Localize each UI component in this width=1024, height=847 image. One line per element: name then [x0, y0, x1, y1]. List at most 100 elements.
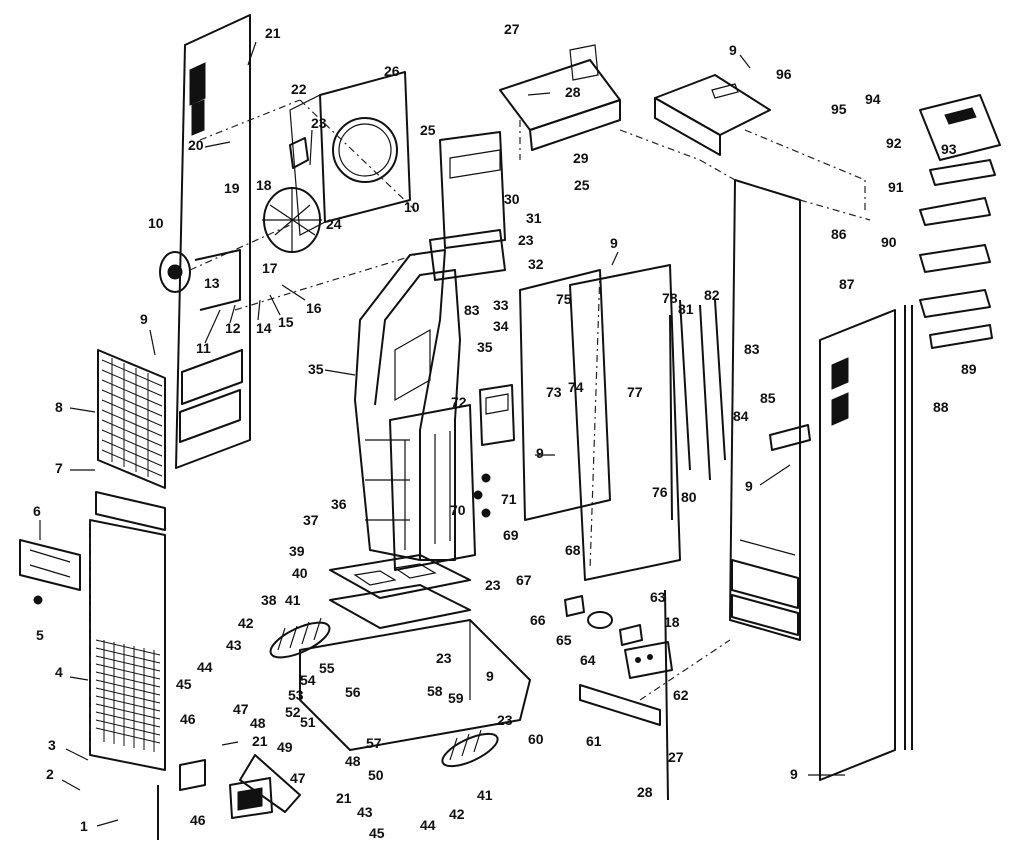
callout-c28b: 28	[637, 784, 653, 800]
leader-line-c16	[281, 284, 306, 301]
leader-line-c20	[204, 141, 231, 148]
callout-c41b: 41	[477, 787, 493, 803]
callout-c65: 65	[556, 632, 572, 648]
callout-c36: 36	[331, 496, 347, 512]
bracket-61	[579, 684, 661, 726]
leader-line-c9e	[759, 464, 791, 486]
callout-c9f: 9	[790, 766, 798, 782]
callout-c42a: 42	[238, 615, 254, 631]
callout-c83a: 83	[744, 341, 760, 357]
gaskets-69-71	[473, 473, 491, 518]
callout-c23a: 23	[311, 115, 327, 131]
callout-c18b: 18	[664, 614, 680, 630]
callout-c93: 93	[941, 141, 957, 157]
callout-c11: 11	[196, 340, 211, 356]
callout-c20: 20	[188, 137, 204, 153]
callout-c21a: 21	[265, 25, 281, 41]
front-panel-4	[89, 519, 166, 771]
callout-c22: 22	[291, 81, 307, 97]
callout-c39: 39	[289, 543, 305, 559]
callout-c67: 67	[516, 572, 532, 588]
callout-c45b: 45	[369, 825, 385, 841]
callout-c17: 17	[262, 260, 278, 276]
callout-c9g: 9	[610, 235, 618, 251]
leader-line-c11	[204, 309, 221, 344]
callout-c47b: 47	[290, 770, 306, 786]
leader-line-c9g	[611, 251, 619, 266]
control-72	[479, 384, 515, 446]
trim-strip-88	[904, 305, 913, 750]
sensor-85	[769, 424, 811, 451]
callout-c66: 66	[530, 612, 546, 628]
burner-assembly-41-right	[441, 729, 499, 768]
callout-c83b: 83	[464, 302, 480, 318]
callout-c90: 90	[881, 234, 897, 250]
panel-68	[519, 264, 681, 581]
callout-c85: 85	[760, 390, 776, 406]
callout-c69: 69	[503, 527, 519, 543]
callout-c21b: 21	[252, 733, 268, 749]
panel-7	[95, 491, 166, 531]
top-cover-96	[654, 74, 771, 156]
callout-c28a: 28	[565, 84, 581, 100]
callout-c44b: 44	[420, 817, 436, 833]
leader-line-c35a	[324, 369, 356, 376]
dashed-guide-top-center	[519, 120, 701, 161]
callout-c84: 84	[733, 408, 749, 424]
callout-c71: 71	[501, 491, 517, 507]
wire-tubes-76-82	[664, 299, 726, 801]
callout-c23d: 23	[436, 650, 452, 666]
dashed-guide-upper-left	[199, 99, 416, 311]
callout-c1: 1	[80, 818, 88, 834]
callout-c38: 38	[261, 592, 277, 608]
callout-c27a: 27	[504, 21, 520, 37]
callout-c59: 59	[448, 690, 464, 706]
callout-c24: 24	[326, 216, 342, 232]
callout-c94: 94	[865, 91, 881, 107]
callout-c32: 32	[528, 256, 544, 272]
callout-c64: 64	[580, 652, 596, 668]
callout-c81: 81	[678, 301, 694, 317]
callout-c44a: 44	[197, 659, 213, 675]
callout-c3: 3	[48, 737, 56, 753]
callout-c75: 75	[556, 291, 572, 307]
callout-c8: 8	[55, 399, 63, 415]
callout-c14: 14	[256, 320, 272, 336]
callout-c15: 15	[278, 314, 294, 330]
flame-sensor-63-66	[564, 595, 643, 646]
filter-rack-89-94	[919, 94, 1001, 349]
callout-c25a: 25	[420, 122, 436, 138]
bracket-22-23	[289, 129, 313, 169]
callout-c70: 70	[450, 502, 466, 518]
callout-c35a: 35	[308, 361, 324, 377]
callout-c6: 6	[33, 503, 41, 519]
callout-c19: 19	[224, 180, 240, 196]
callout-c26: 26	[384, 63, 400, 79]
callout-c2: 2	[46, 766, 54, 782]
callout-c7: 7	[55, 460, 63, 476]
callout-c72: 72	[451, 394, 467, 410]
callout-c21c: 21	[336, 790, 352, 806]
callout-c58: 58	[427, 683, 443, 699]
callout-c29: 29	[573, 150, 589, 166]
callout-c95: 95	[831, 101, 847, 117]
blower-wheel-17	[262, 187, 322, 253]
callout-c35b: 35	[477, 339, 493, 355]
callout-c68: 68	[565, 542, 581, 558]
blower-housing-26	[289, 71, 411, 236]
callout-c23b: 23	[518, 232, 534, 248]
leader-line-c9b	[739, 54, 751, 69]
callout-c41a: 41	[285, 592, 301, 608]
callout-c25b: 25	[574, 177, 590, 193]
callout-c61: 61	[586, 733, 602, 749]
callout-c13: 13	[204, 275, 220, 291]
callout-c73: 73	[546, 384, 562, 400]
callout-c47a: 47	[233, 701, 249, 717]
callout-c92: 92	[886, 135, 902, 151]
leader-line-c15	[269, 294, 281, 316]
flue-collector-30-32	[429, 131, 506, 281]
leader-line-c12	[229, 304, 236, 324]
callout-c78: 78	[662, 290, 678, 306]
